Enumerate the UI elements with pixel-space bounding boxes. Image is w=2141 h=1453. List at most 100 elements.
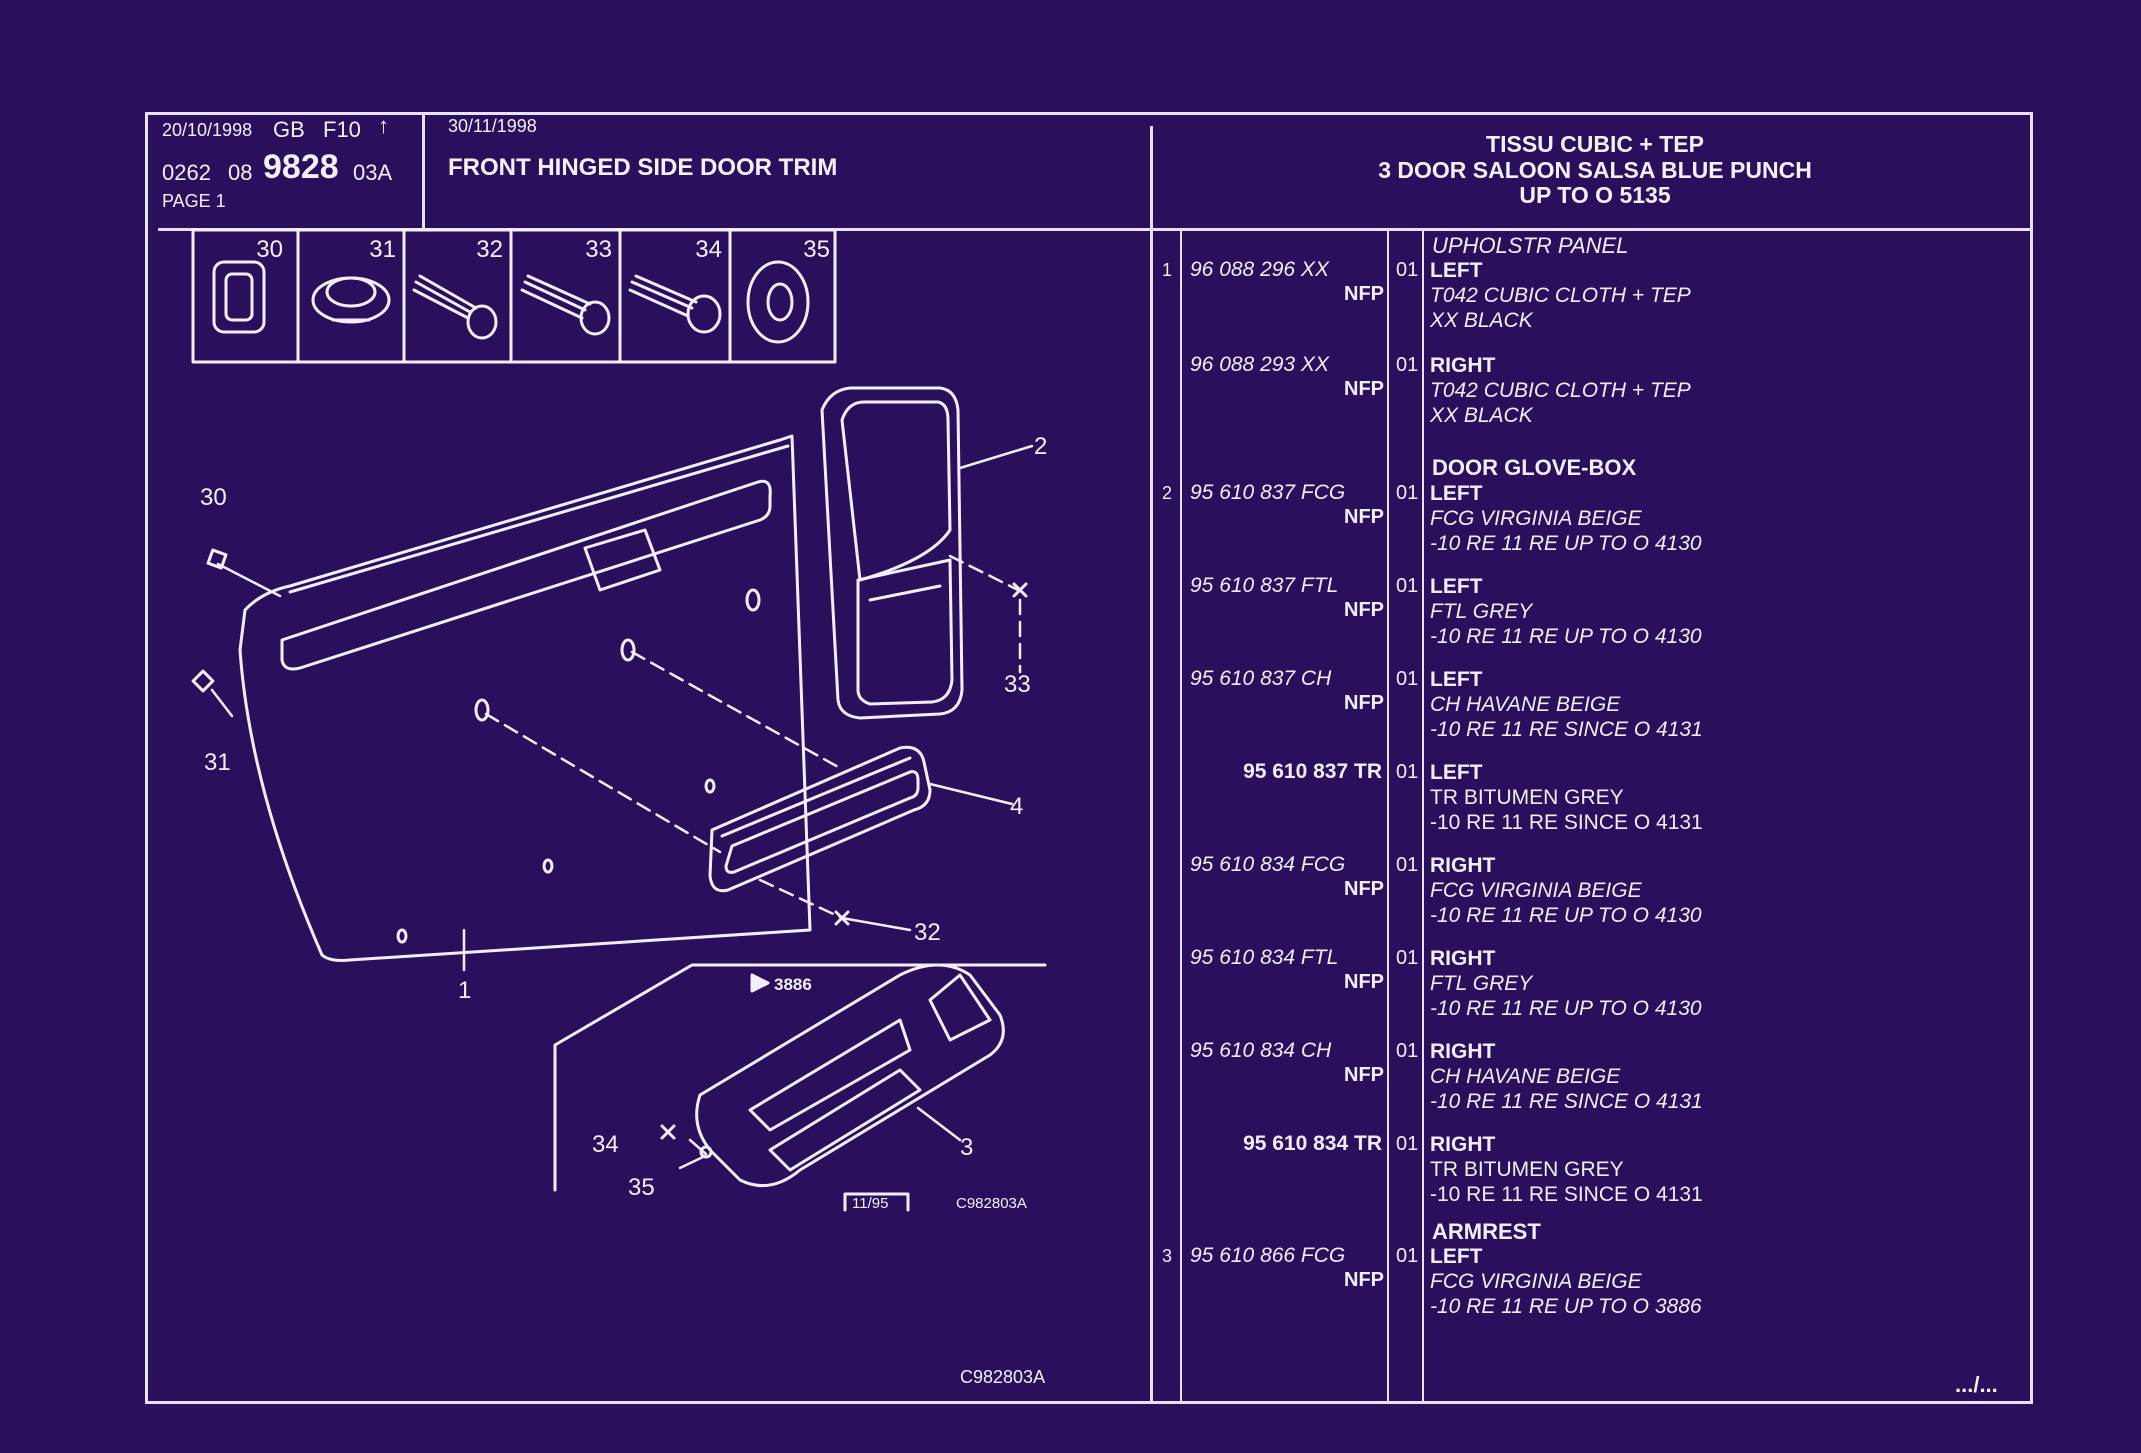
part-box-label-32: 32 [476, 236, 503, 263]
nfp-flag: NFP [1344, 599, 1384, 621]
section-code: F10 [323, 117, 361, 142]
description-line: -10 RE 11 RE SINCE O 4131 [1430, 1183, 1703, 1206]
list-column-line-2 [1387, 230, 1389, 1404]
ref-prefix: 0262 [162, 160, 211, 185]
description-line: CH HAVANE BEIGE [1430, 693, 1621, 716]
description-line: T042 CUBIC CLOTH + TEP [1430, 379, 1691, 402]
arrow-up-icon: ↑ [378, 113, 389, 138]
list-column-line-1 [1180, 230, 1182, 1404]
description-line: FCG VIRGINIA BEIGE [1430, 507, 1642, 530]
quantity: 01 [1396, 1040, 1419, 1062]
header-separator-left [422, 112, 425, 228]
part-number: 95 610 837 TR [1243, 760, 1382, 783]
description-line: -10 RE 11 RE SINCE O 4131 [1430, 718, 1703, 741]
side-label: LEFT [1430, 259, 1483, 282]
quantity: 01 [1396, 1133, 1419, 1155]
nfp-flag: NFP [1344, 506, 1384, 528]
screw-34-icon [630, 280, 694, 310]
door-panel-1 [238, 434, 812, 962]
part-number: 95 610 834 CH [1190, 1039, 1332, 1062]
side-label: RIGHT [1430, 1040, 1496, 1063]
description-line: -10 RE 11 RE SINCE O 4131 [1430, 1090, 1703, 1113]
callout-2: 2 [1034, 433, 1047, 460]
side-label: RIGHT [1430, 354, 1496, 377]
description-line: FCG VIRGINIA BEIGE [1430, 879, 1642, 902]
quantity: 01 [1396, 668, 1419, 690]
quantity: 01 [1396, 259, 1419, 281]
description-line: -10 RE 11 RE UP TO O 4130 [1430, 904, 1702, 927]
column-divider [1150, 126, 1153, 1404]
ref-suffix: 03A [353, 160, 393, 185]
list-column-line-3 [1422, 230, 1424, 1404]
nfp-flag: NFP [1344, 283, 1384, 305]
description-line: CH HAVANE BEIGE [1430, 1065, 1621, 1088]
description-line: XX BLACK [1430, 309, 1533, 332]
print-date: 20/10/1998 [162, 120, 253, 140]
callout-35: 35 [628, 1174, 655, 1201]
door-glovebox-2 [820, 386, 964, 720]
item-index: 1 [1162, 260, 1173, 280]
side-label: LEFT [1430, 575, 1483, 598]
continuation-marker: .../... [1955, 1372, 1998, 1397]
spec-line-1: TISSU CUBIC + TEP [1486, 131, 1704, 157]
side-label: LEFT [1430, 482, 1483, 505]
callout-1: 1 [458, 977, 471, 1004]
part-number: 95 610 834 TR [1243, 1132, 1382, 1155]
revision-date: 30/11/1998 [448, 116, 537, 136]
inset-frame [553, 963, 1047, 1192]
screw-33-icon [523, 280, 587, 312]
small-parts-strip [191, 228, 837, 364]
part-number: 95 610 837 FCG [1190, 481, 1346, 504]
section-heading: UPHOLSTR PANEL [1432, 233, 1629, 258]
callout-34: 34 [592, 1131, 619, 1158]
part-number: 95 610 834 FCG [1190, 853, 1346, 876]
footer-drawing-code: C982803A [960, 1367, 1045, 1387]
armrest-insert-4 [708, 745, 932, 893]
side-label: RIGHT [1430, 947, 1496, 970]
part-number: 95 610 837 CH [1190, 667, 1332, 690]
quantity: 01 [1396, 947, 1419, 969]
armrest-3 [695, 963, 1005, 1188]
drawing-date-stamp: 11/95 [852, 1195, 888, 1212]
language-code: GB [273, 117, 305, 142]
part-number: 96 088 293 XX [1190, 353, 1329, 376]
nfp-flag: NFP [1344, 1064, 1384, 1086]
description-line: XX BLACK [1430, 404, 1533, 427]
side-label: RIGHT [1430, 854, 1496, 877]
description-line: FTL GREY [1430, 600, 1533, 623]
ref-main: 9828 [263, 148, 339, 186]
page-title: FRONT HINGED SIDE DOOR TRIM [448, 154, 838, 181]
side-label: LEFT [1430, 1245, 1483, 1268]
description-line: -10 RE 11 RE SINCE O 4131 [1430, 811, 1703, 834]
description-line: -10 RE 11 RE UP TO O 4130 [1430, 625, 1702, 648]
part-box-label-34: 34 [695, 236, 722, 263]
nfp-flag: NFP [1344, 971, 1384, 993]
part-box-label-33: 33 [585, 236, 612, 263]
nfp-flag: NFP [1344, 378, 1384, 400]
page-number: PAGE 1 [162, 191, 226, 211]
part-box-label-35: 35 [803, 236, 830, 263]
spec-line-2: 3 DOOR SALOON SALSA BLUE PUNCH [1378, 157, 1812, 183]
spec-line-3: UP TO O 5135 [1519, 182, 1671, 208]
quantity: 01 [1396, 482, 1419, 504]
washer-35-icon [746, 260, 810, 344]
description-line: T042 CUBIC CLOTH + TEP [1430, 284, 1691, 307]
part-number: 95 610 837 FTL [1190, 574, 1339, 597]
item-index: 3 [1162, 1246, 1173, 1266]
side-label: LEFT [1430, 761, 1483, 784]
screw-32-icon [414, 280, 472, 314]
quantity: 01 [1396, 854, 1419, 876]
callout-3: 3 [960, 1134, 973, 1161]
clip-30-icon [212, 260, 266, 334]
callout-33: 33 [1004, 671, 1031, 698]
nfp-flag: NFP [1344, 878, 1384, 900]
